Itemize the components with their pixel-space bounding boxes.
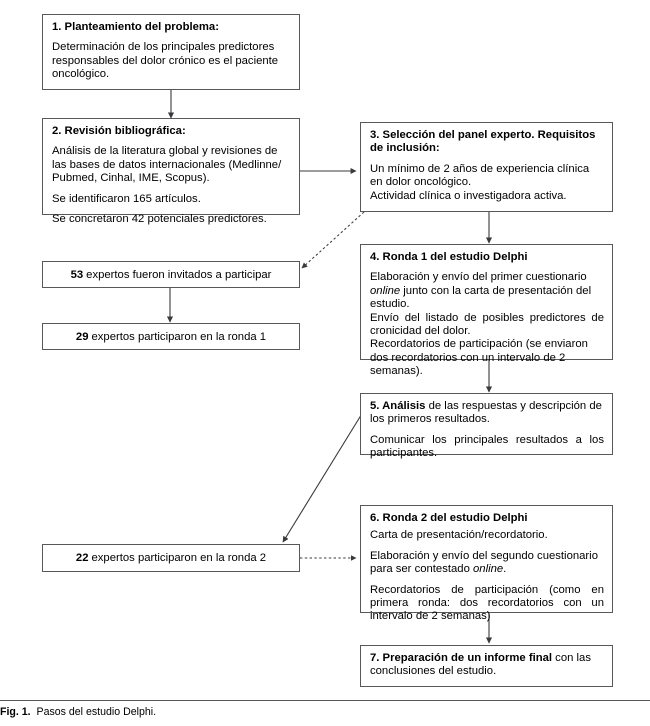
node-box-6[interactable]: 6. Ronda 2 del estudio Delphi Carta de p… [360,505,613,622]
node-7-heading: 7. Preparación de un informe final [370,652,553,664]
node-7-heading-line: 7. Preparación de un informe final con l… [370,652,604,679]
node-4-body-1: Elaboración y envío del primer cuestiona… [370,271,604,311]
node-3-body-1: Un mínimo de 2 años de experiencia clíni… [370,162,590,189]
node-3-heading: 3. Selección del panel experto. Requisit… [370,129,596,155]
node-2-body-2: Se identificaron 165 artículos. [52,192,201,205]
pill-53-number: 53 [70,268,84,281]
node-5-body-1: Comunicar los principales resultados a l… [370,433,604,460]
pill-29-number: 29 [75,330,89,343]
node-4-body-3: Recordatorios de participación (se envia… [370,338,588,378]
node-6-body-2-b: . [503,563,507,576]
edge-5-to-pill22 [282,411,364,543]
node-6-body-2-a: Elaboración y envío del segundo cuestion… [370,549,598,576]
node-5-heading: 5. Análisis [370,400,426,412]
pill-29-text: expertos participaron en la ronda 1 [91,330,267,343]
node-2-heading: 2. Revisión bibliográfica: [52,125,186,137]
node-7-heading-rest: con las conclusiones del estudio. [370,652,591,678]
pill-53-text: expertos fueron invitados a participar [86,268,272,281]
node-6-body-2-em: online [473,563,504,576]
node-4-body-1-em: online [370,284,401,297]
node-2-body-3: Se concretaron 42 potenciales predictore… [52,213,267,226]
pill-22-text: expertos participaron en la ronda 2 [91,552,267,564]
node-4-body-2: Envío del listado de posibles predictore… [370,311,604,338]
figure-caption-label: Fig. 1. [0,706,31,718]
node-5-heading-line: 5. Análisis de las respuestas y descripc… [370,400,604,427]
node-box-4[interactable]: 4. Ronda 1 del estudio Delphi Elaboració… [360,244,613,377]
node-4-body-1-b: junto con la carta de presentación del e… [370,284,592,311]
node-box-5[interactable]: 5. Análisis de las respuestas y descripc… [360,393,613,459]
figure-caption-text: Pasos del estudio Delphi. [36,706,157,718]
node-box-7[interactable]: 7. Preparación de un informe final con l… [360,645,613,687]
node-5-heading-rest: de las respuestas y descripción de los p… [370,400,602,426]
node-3-body-2: Actividad clínica o investigadora activa… [370,189,567,202]
node-6-body-1: Carta de presentación/recordatorio. [370,529,548,542]
node-box-3[interactable]: 3. Selección del panel experto. Requisit… [360,122,613,212]
node-6-body-2: Elaboración y envío del segundo cuestion… [370,550,604,577]
caption-divider [0,700,650,701]
edge-3-to-pill53 [301,211,365,269]
node-6-heading: 6. Ronda 2 del estudio Delphi [370,512,528,524]
figure-caption: Fig. 1. Pasos del estudio Delphi. [0,706,650,718]
node-1-body: Determinación de los principales predict… [52,41,279,81]
node-box-2[interactable]: 2. Revisión bibliográfica: Análisis de l… [42,118,300,225]
node-4-heading: 4. Ronda 1 del estudio Delphi [370,251,528,263]
pill-22-number: 22 [75,552,89,564]
node-box-1[interactable]: 1. Planteamiento del problema: Determina… [42,14,300,90]
node-4-body-1-a: Elaboración y envío del primer cuestiona… [370,271,587,284]
node-6-body-3: Recordatorios de participación (como en … [370,583,604,623]
node-2-body-1: Análisis de la literatura global y revis… [52,145,282,185]
node-1-heading: 1. Planteamiento del problema: [52,21,219,33]
